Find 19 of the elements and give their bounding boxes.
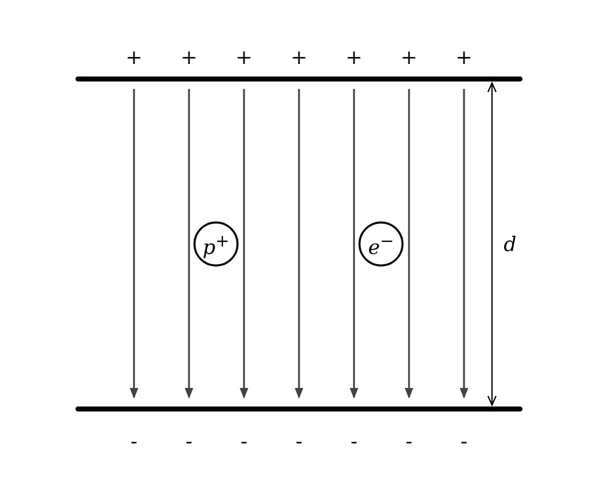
minus-sign: - — [460, 430, 468, 452]
minus-sign: - — [130, 430, 138, 452]
plus-sign: + — [126, 46, 142, 68]
minus-sign: - — [240, 430, 248, 452]
plus-sign: + — [290, 46, 308, 68]
particle-symbol: e$^{−}$ — [368, 230, 394, 258]
distance-label: d — [504, 233, 516, 255]
minus-sign: - — [186, 430, 192, 452]
particle-circle — [358, 222, 404, 266]
minus-sign: - — [406, 430, 412, 452]
minus-sign: - — [350, 430, 358, 452]
particle-symbol: p$^{+}$ — [202, 230, 230, 258]
minus-sign: - — [296, 430, 302, 452]
plus-sign: + — [236, 46, 252, 68]
plus-sign: + — [456, 46, 472, 68]
plus-sign: + — [180, 46, 198, 68]
particle-circle — [194, 222, 238, 266]
plus-sign: + — [400, 46, 418, 68]
plus-sign: + — [346, 46, 362, 68]
